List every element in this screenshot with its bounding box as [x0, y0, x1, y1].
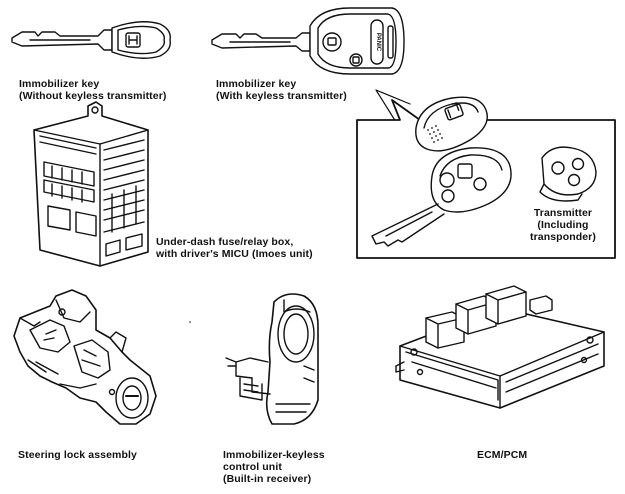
immobilizer-control-unit: [225, 293, 319, 425]
label-line: (Without keyless transmitter): [19, 90, 167, 102]
label-steering-lock: Steering lock assembly: [18, 449, 137, 461]
label-line: Under-dash fuse/relay box,: [156, 236, 294, 248]
unlock-button-icon: [349, 53, 363, 67]
callout-box: [356, 96, 616, 259]
panic-button-icon: PANIC: [370, 19, 384, 65]
immobilizer-key-remote: PANIC: [211, 7, 405, 75]
lock-button-icon: [322, 32, 342, 52]
stray-dot: [189, 321, 191, 323]
label-line: Immobilizer-keyless: [223, 449, 325, 461]
panic-button-label: PANIC: [375, 33, 381, 52]
callout-pointer: [375, 89, 411, 123]
label-line: Transmitter: [533, 207, 593, 219]
label-key-remote: Immobilizer key (With keyless transmitte…: [216, 78, 347, 102]
label-line: Immobilizer key: [19, 78, 100, 90]
label-line: (With keyless transmitter): [216, 90, 347, 102]
label-line: with driver's MICU (Imoes unit): [156, 248, 313, 260]
label-line: Immobilizer key: [216, 78, 297, 90]
key-blade-icon: [371, 147, 512, 247]
ecm-pcm-unit: [395, 285, 605, 409]
brand-logo-icon: [125, 32, 141, 48]
label-line: Steering lock assembly: [18, 449, 137, 461]
fuse-relay-box: [33, 101, 149, 267]
remote-fob-icon: [415, 96, 488, 152]
label-line: control unit: [223, 461, 282, 473]
label-line: ECM/PCM: [477, 449, 528, 461]
label-ecm: ECM/PCM: [477, 449, 527, 461]
immobilizer-key-plain: [11, 21, 171, 59]
transmitter-module-icon: [539, 146, 597, 202]
label-key-plain: Immobilizer key (Without keyless transmi…: [19, 78, 167, 102]
steering-lock-assembly: [13, 289, 157, 425]
label-fuse-box: Under-dash fuse/relay box, with driver's…: [156, 236, 313, 260]
label-line: (Built-in receiver): [223, 473, 312, 485]
label-transmitter: Transmitter (Including transponder): [530, 207, 596, 243]
label-line: (Including: [537, 219, 589, 231]
label-line: transponder): [530, 231, 596, 243]
label-control-unit: Immobilizer-keyless control unit (Built-…: [223, 449, 325, 485]
